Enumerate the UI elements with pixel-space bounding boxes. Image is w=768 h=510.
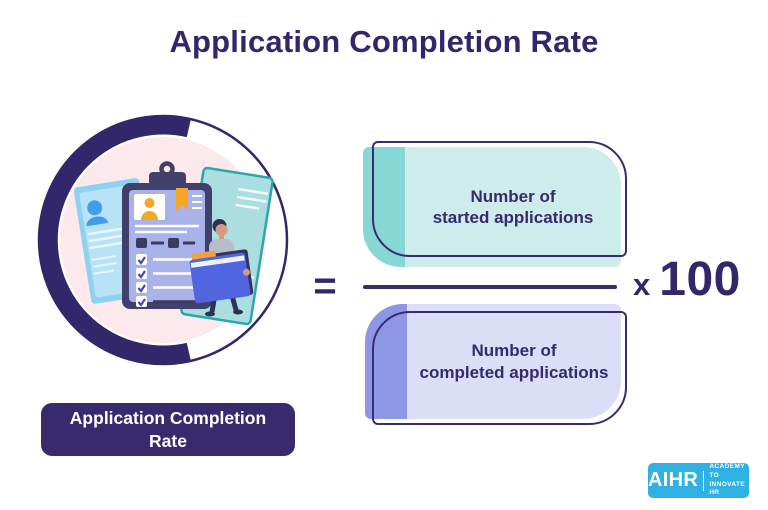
application-illustration: [37, 114, 289, 366]
equals-sign: =: [313, 263, 337, 308]
denominator-text: Number of completed applications: [407, 304, 621, 419]
denominator-outline: [372, 311, 627, 425]
aihr-logo-tagline: ACADEMY TO INNOVATE HR: [709, 463, 749, 498]
denominator-line2: completed applications: [419, 362, 609, 382]
numerator-box: Number of started applications: [363, 133, 629, 267]
checklist-icon: [136, 254, 198, 307]
ribbon-bookmark-icon: [176, 188, 188, 211]
metric-label-line1: Application Completion: [69, 407, 267, 428]
numerator-line2: started applications: [432, 208, 594, 227]
multiplier-symbol: x: [633, 267, 651, 302]
page-title: Application Completion Rate: [169, 24, 599, 59]
form-fields-icon: [136, 238, 195, 248]
folder-icon: [189, 249, 254, 304]
numerator-line1: Number of: [470, 186, 556, 206]
numerator-outline: [372, 141, 627, 257]
denominator-box: Number of completed applications: [363, 297, 629, 433]
metric-label: Application Completion Rate: [41, 403, 295, 456]
numerator-text: Number of started applications: [405, 147, 621, 267]
fraction-bar: [363, 285, 617, 289]
clipboard-icon: [122, 161, 212, 309]
aihr-tagline-line2: INNOVATE HR: [709, 480, 746, 497]
multiplier-value: 100: [659, 253, 741, 306]
metric-label-line2: Rate: [149, 430, 187, 451]
photo-avatar-icon: [134, 194, 165, 220]
aihr-logo: AIHR ACADEMY TO INNOVATE HR: [648, 463, 749, 498]
aihr-logo-divider: [703, 470, 705, 491]
aihr-tagline-line1: ACADEMY TO: [709, 462, 745, 479]
multiplier: x 100: [633, 252, 741, 307]
aihr-logo-name: AIHR: [648, 469, 699, 491]
denominator-line1: Number of: [471, 341, 557, 361]
